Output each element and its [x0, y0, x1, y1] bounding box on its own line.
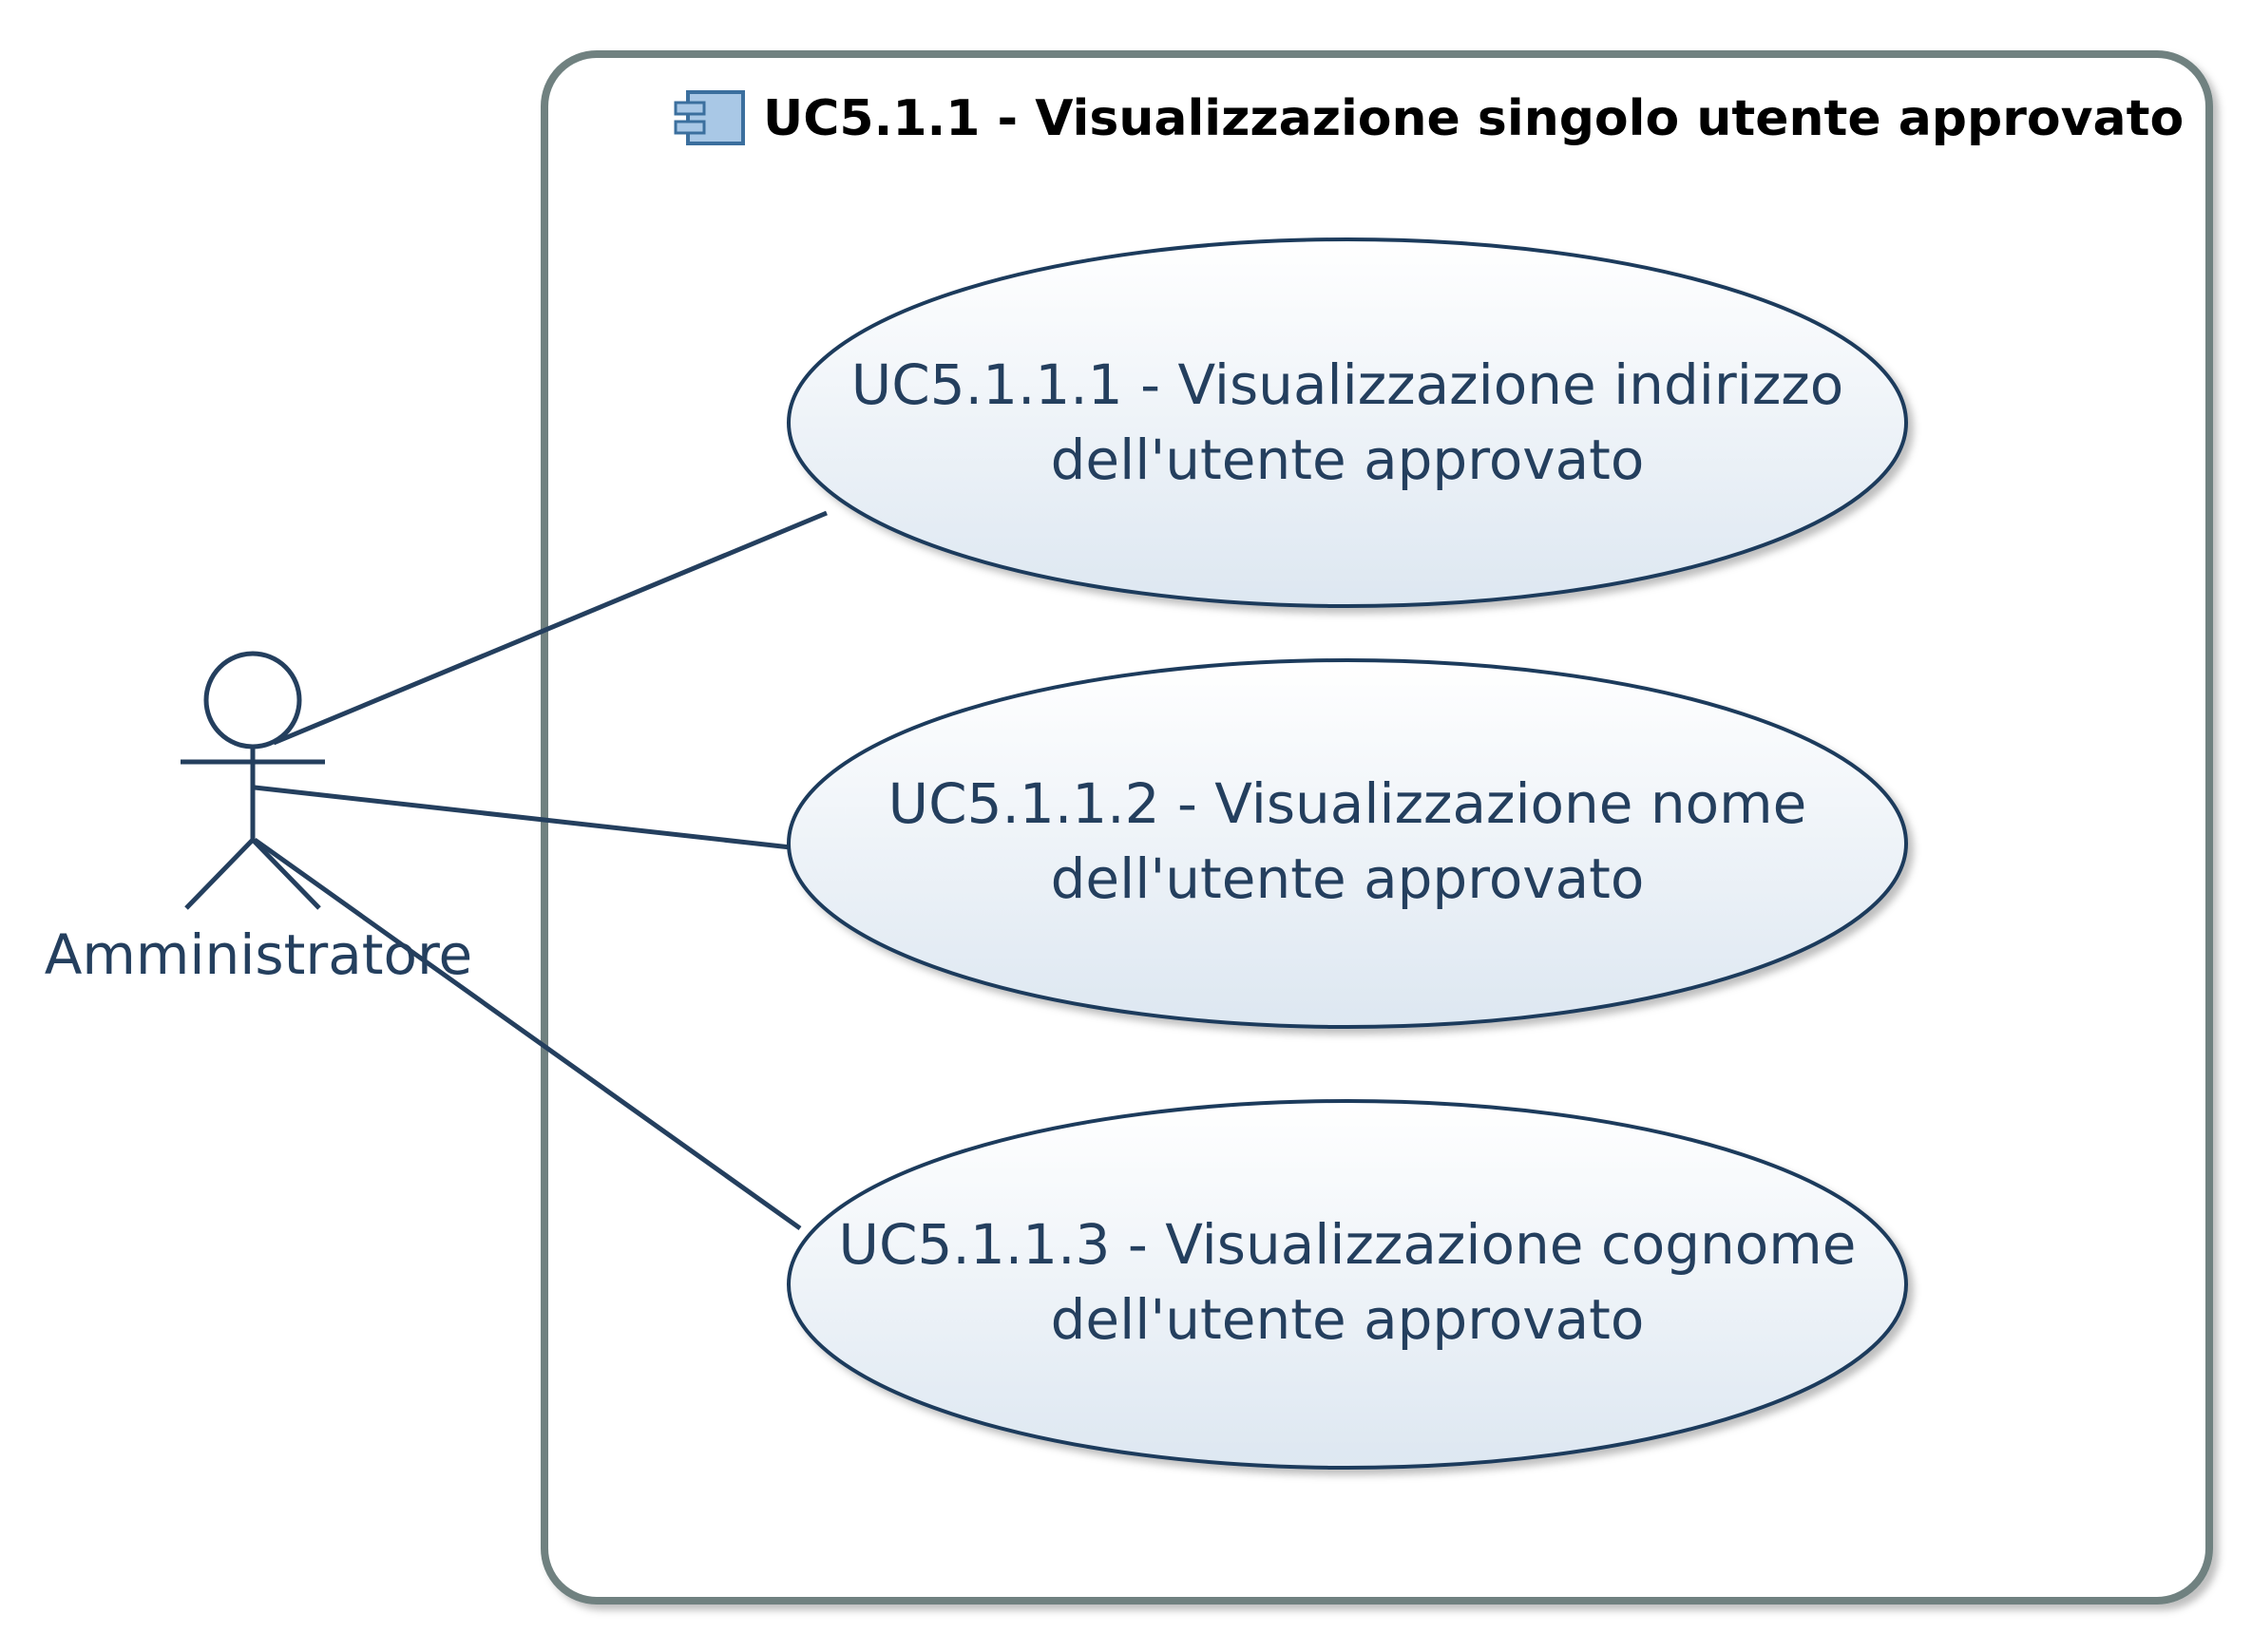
use-case-2-line2: dell'utente approvato: [1051, 846, 1645, 911]
stick-figure-icon[interactable]: [181, 651, 325, 910]
use-case-1-line1: UC5.1.1.1 - Visualizzazione indirizzo: [851, 352, 1843, 417]
use-case-2-line1: UC5.1.1.2 - Visualizzazione nome: [888, 771, 1807, 836]
use-case-3[interactable]: UC5.1.1.3 - Visualizzazione cognome dell…: [787, 1099, 1908, 1470]
use-case-1-line2: dell'utente approvato: [1051, 427, 1645, 492]
use-case-3-line1: UC5.1.1.3 - Visualizzazione cognome: [839, 1212, 1857, 1277]
association-line-1[interactable]: [273, 510, 828, 746]
use-case-2[interactable]: UC5.1.1.2 - Visualizzazione nome dell'ut…: [787, 658, 1908, 1029]
actor-label: Amministratore: [45, 922, 473, 987]
association-line-2[interactable]: [254, 785, 792, 850]
use-case-1[interactable]: UC5.1.1.1 - Visualizzazione indirizzo de…: [787, 237, 1908, 608]
system-title: UC5.1.1 - Visualizzazione singolo utente…: [763, 90, 2184, 147]
component-icon: [674, 90, 745, 145]
association-line-3[interactable]: [253, 837, 802, 1231]
use-case-3-line2: dell'utente approvato: [1051, 1287, 1645, 1352]
